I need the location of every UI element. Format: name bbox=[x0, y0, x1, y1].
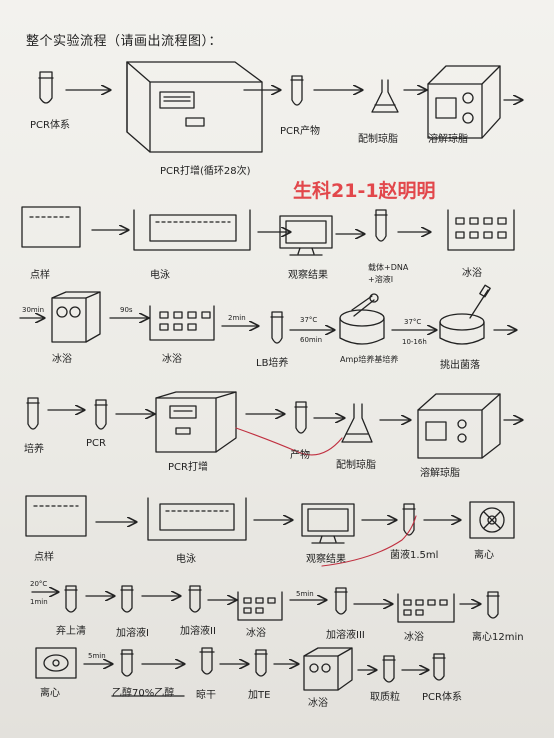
ice-bath-rack-icon bbox=[447, 209, 515, 251]
label-add-solution-i: 加溶液I bbox=[116, 628, 149, 639]
red-pen-mark-1 bbox=[235, 427, 343, 456]
label-prepare-agar-2: 配制琼脂 bbox=[336, 460, 376, 471]
label-dissolve-agar: 溶解琼脂 bbox=[428, 134, 468, 145]
note-20c: 20°C bbox=[30, 580, 48, 588]
note-60min: 60min bbox=[300, 336, 323, 344]
microwave-icon bbox=[427, 65, 501, 139]
ice-rack-icon-a bbox=[149, 305, 215, 341]
label-pcr-mix-2: PCR体系 bbox=[422, 692, 462, 703]
petri-dish-icon-a bbox=[339, 293, 385, 345]
ice-rack-icon-c bbox=[397, 593, 455, 623]
row6-tube-1 bbox=[64, 585, 78, 613]
gel-plate-icon-2 bbox=[25, 495, 87, 537]
water-bath-icon-2 bbox=[303, 647, 353, 691]
row7-tube-1 bbox=[120, 649, 134, 677]
row7-tube-3 bbox=[254, 649, 268, 677]
row1-tube-pcr-mix bbox=[38, 71, 54, 104]
label-add-solution-ii: 加溶液II bbox=[180, 626, 216, 637]
label-vector-dna: 载体+DNA bbox=[368, 263, 409, 272]
label-take-plasmid: 取质粒 bbox=[370, 692, 400, 703]
label-water-bath-2: 冰浴 bbox=[308, 698, 328, 709]
label-ice-bath-2: 冰浴 bbox=[162, 354, 182, 365]
label-load-sample-2: 点样 bbox=[34, 552, 54, 563]
label-solution-i: +溶液I bbox=[368, 275, 394, 284]
label-prepare-agar: 配制琼脂 bbox=[358, 134, 398, 145]
label-electrophoresis: 电泳 bbox=[150, 270, 170, 281]
note-10-16h: 10-16h bbox=[402, 338, 427, 346]
row3-tube-lb bbox=[270, 311, 284, 344]
label-load-sample: 点样 bbox=[30, 270, 50, 281]
row7-tube-2 bbox=[199, 647, 215, 675]
label-pcr-mix: PCR体系 bbox=[30, 120, 70, 131]
label-observe-result: 观察结果 bbox=[288, 270, 328, 281]
label-pick-colony: 挑出菌落 bbox=[440, 360, 480, 371]
label-add-solution-iii: 加溶液III bbox=[326, 630, 365, 641]
microwave-icon-2 bbox=[417, 393, 501, 459]
label-ethanol: 乙醇70%乙醇 bbox=[112, 688, 175, 699]
label-discard-supernatant: 弃上清 bbox=[56, 626, 86, 637]
row1-tube-product bbox=[290, 75, 304, 106]
label-centrifuge: 离心 bbox=[474, 550, 494, 561]
label-ice-bath-1: 冰浴 bbox=[462, 268, 482, 279]
note-37c-a: 37°C bbox=[300, 316, 318, 324]
row6-tube-3 bbox=[188, 585, 202, 613]
label-product: 产物 bbox=[290, 450, 310, 461]
water-bath-icon bbox=[51, 291, 101, 343]
label-water-bath: 冰浴 bbox=[52, 354, 72, 365]
monitor-icon bbox=[279, 215, 333, 256]
label-dissolve-agar-2: 溶解琼脂 bbox=[420, 468, 460, 479]
pcr-machine-icon-2 bbox=[155, 391, 237, 453]
ice-rack-icon-b bbox=[237, 591, 283, 621]
row7-tube-4 bbox=[382, 655, 396, 683]
pcr-machine-icon bbox=[126, 61, 263, 153]
label-lb-culture: LB培养 bbox=[256, 358, 289, 369]
label-electrophoresis-2: 电泳 bbox=[176, 554, 196, 565]
note-5min-a: 5min bbox=[296, 590, 314, 598]
label-centrifuge-12: 离心12min bbox=[472, 632, 524, 643]
label-pcr-amplify: PCR打增(循环28次) bbox=[160, 166, 251, 177]
label-add-te: 加TE bbox=[248, 690, 271, 701]
note-37c-b: 37°C bbox=[404, 318, 422, 326]
page-heading: 整个实验流程（请画出流程图）： bbox=[26, 34, 223, 49]
row4-tube-pcr bbox=[94, 399, 108, 430]
red-pen-mark-2 bbox=[321, 515, 417, 567]
label-amp-culture: Amp培养基培养 bbox=[340, 355, 399, 364]
note-2min: 2min bbox=[228, 314, 246, 322]
label-pcr: PCR bbox=[86, 438, 106, 449]
monitor-icon-2 bbox=[301, 503, 355, 544]
label-bacteria-1-5ml: 菌液1.5ml bbox=[390, 550, 439, 561]
centrifuge-icon bbox=[469, 501, 515, 539]
author-stamp: 生科21-1赵明明 bbox=[293, 180, 436, 202]
note-90s: 90s bbox=[120, 306, 133, 314]
label-centrifuge-2: 离心 bbox=[40, 688, 60, 699]
gel-plate-icon bbox=[21, 206, 81, 248]
flask-icon bbox=[371, 79, 399, 113]
row6-tube-4 bbox=[334, 587, 348, 615]
row7-tube-5 bbox=[432, 653, 446, 681]
row5-tube-bacteria bbox=[402, 503, 416, 536]
centrifuge-icon-2 bbox=[35, 647, 77, 679]
petri-dish-icon-b bbox=[439, 284, 491, 345]
row6-tube-2 bbox=[120, 585, 134, 613]
label-ice-bath-3: 冰浴 bbox=[246, 628, 266, 639]
note-1min: 1min bbox=[30, 598, 48, 606]
electrophoresis-tank-icon-2 bbox=[147, 497, 247, 541]
flask-icon-2 bbox=[341, 403, 373, 443]
label-pcr-product: PCR产物 bbox=[280, 126, 320, 137]
label-culture: 培养 bbox=[24, 444, 44, 455]
label-ice-bath-4: 冰浴 bbox=[404, 632, 424, 643]
note-30min: 30min bbox=[22, 306, 45, 314]
row4-tube-product bbox=[294, 401, 308, 434]
label-pcr-amplify-2: PCR打增 bbox=[168, 462, 208, 473]
row4-tube-culture bbox=[26, 397, 40, 430]
label-air-dry: 晾干 bbox=[196, 690, 216, 701]
label-observe-result-2: 观察结果 bbox=[306, 554, 346, 565]
row6-tube-5 bbox=[486, 591, 500, 619]
row2-tube-ligation bbox=[374, 209, 388, 242]
note-5min-b: 5min bbox=[88, 652, 106, 660]
electrophoresis-tank-icon bbox=[133, 209, 251, 251]
